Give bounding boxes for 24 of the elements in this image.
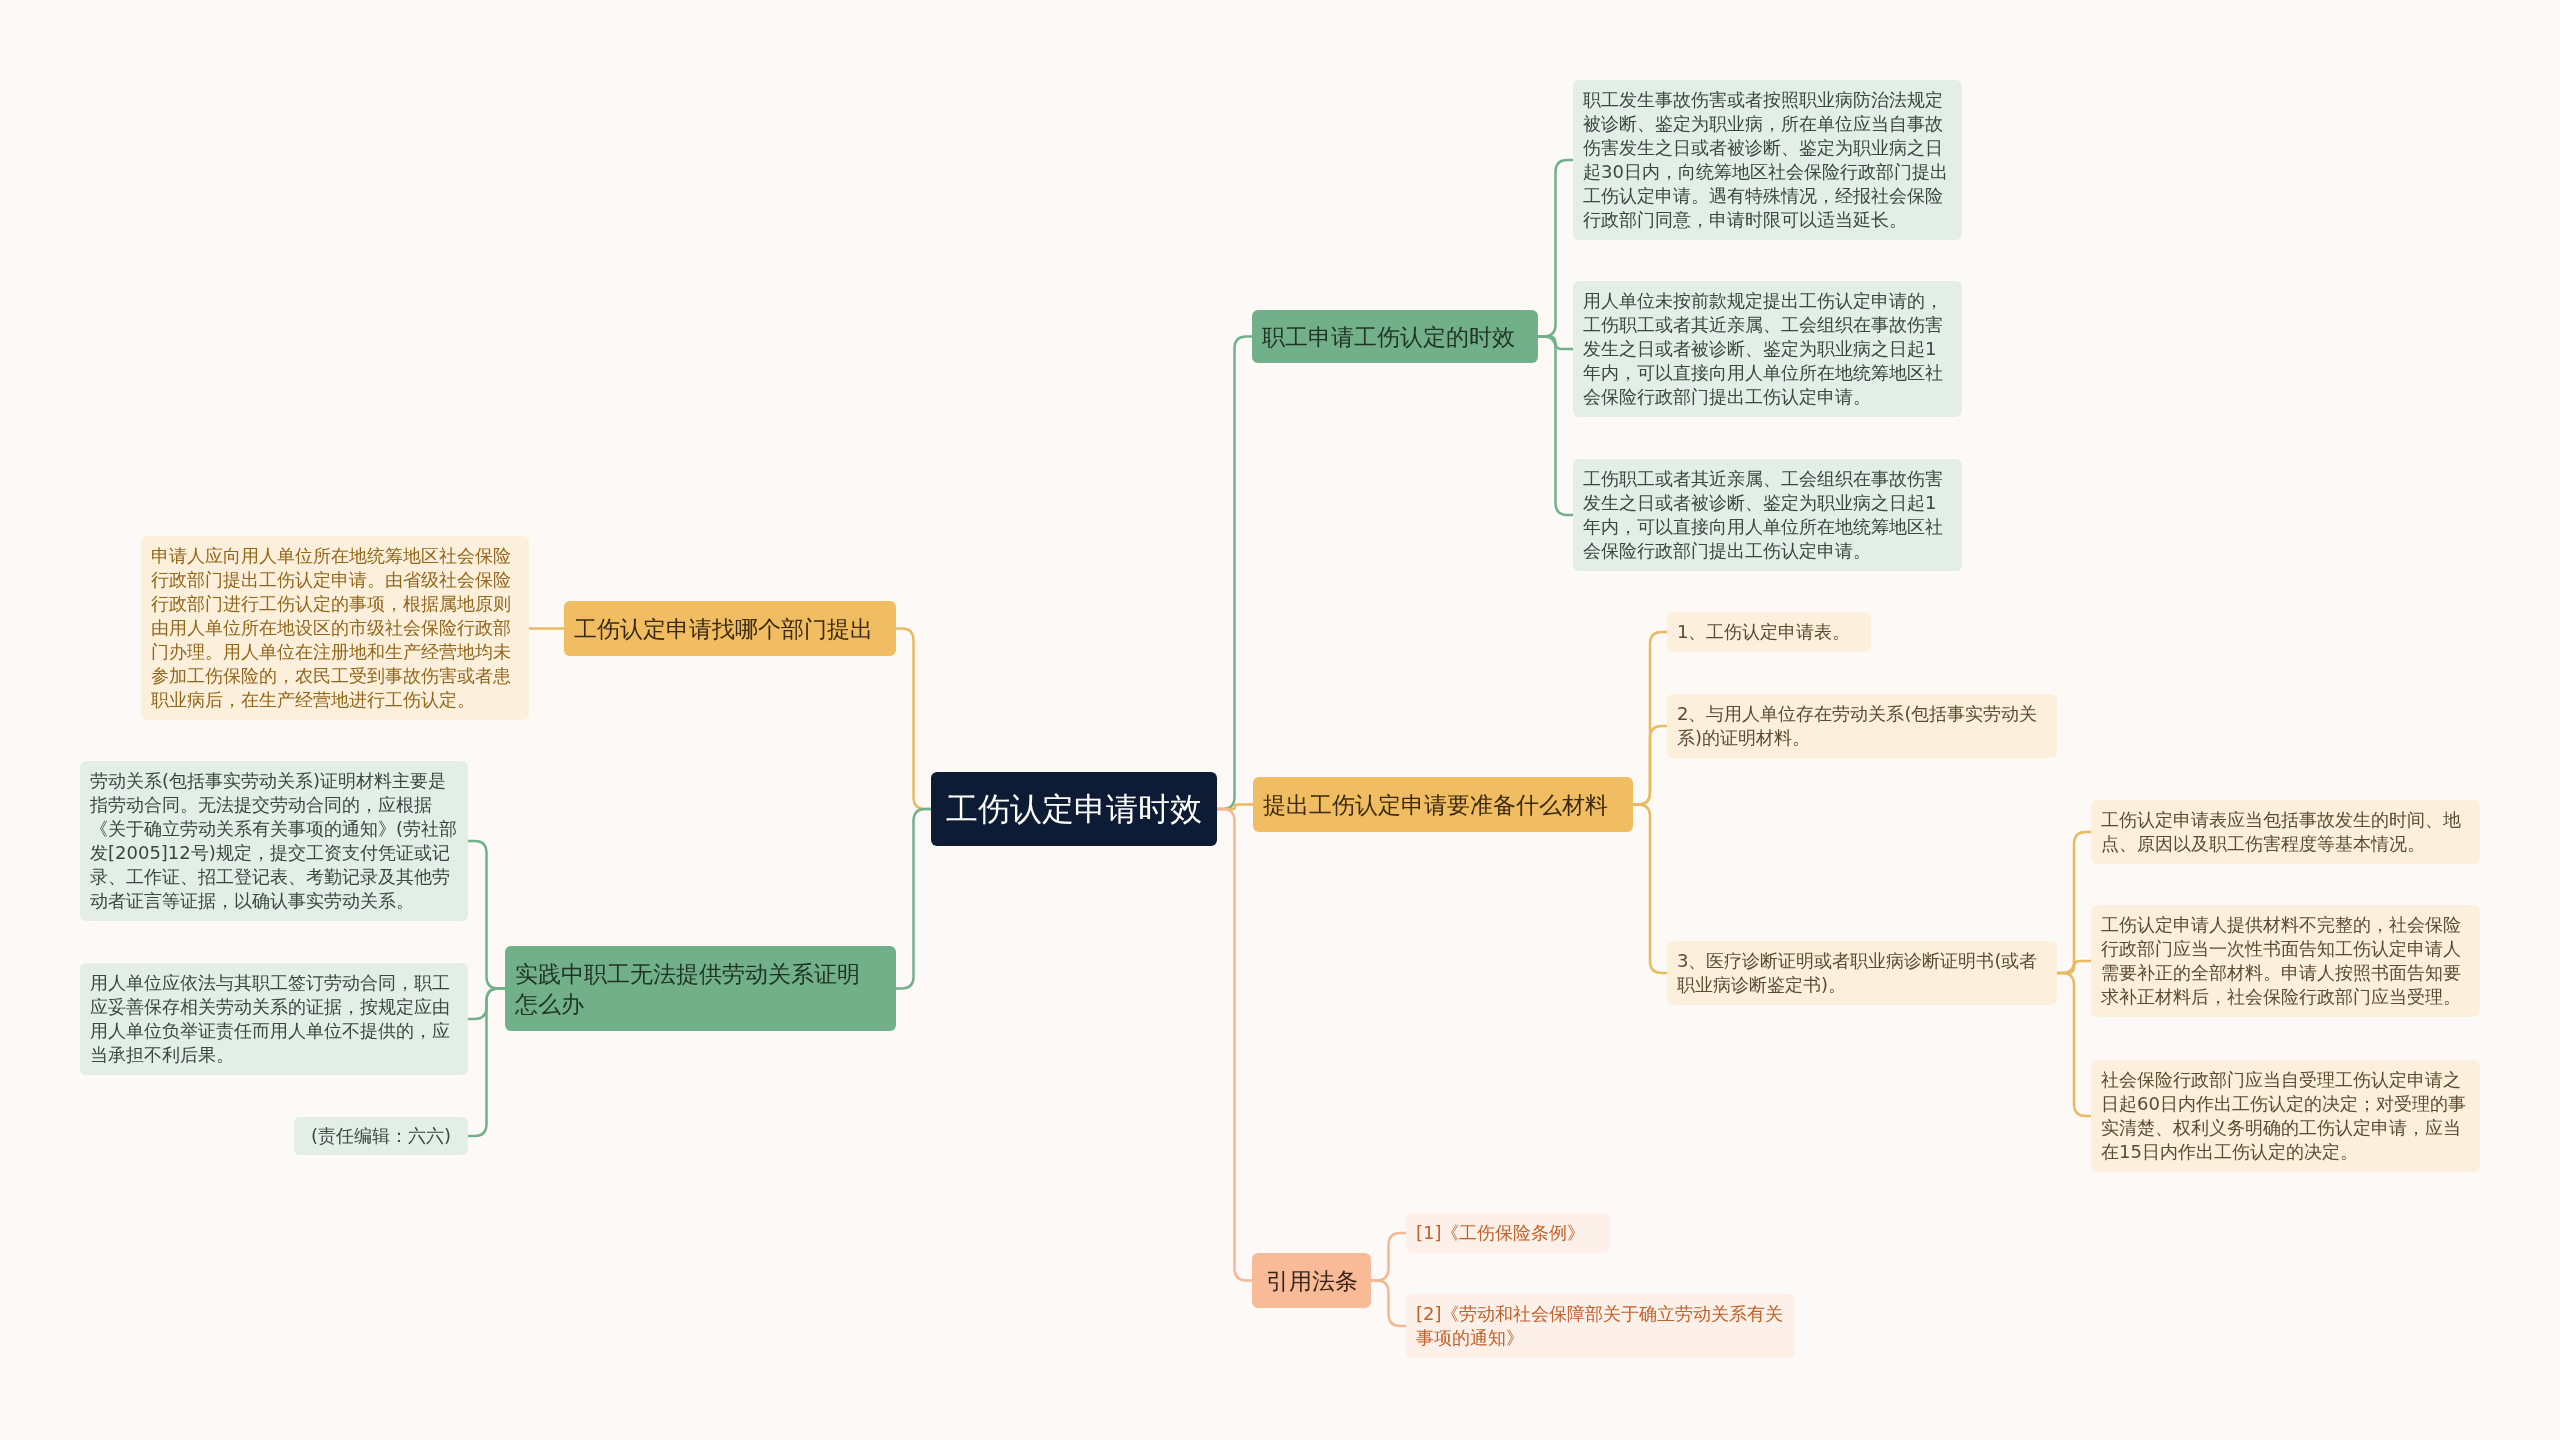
branch-box: 职工申请工伤认定的时效 — [1252, 310, 1538, 363]
note-box: 申请人应向用人单位所在地统筹地区社会保险行政部门提出工伤认定申请。由省级社会保险行政部门进行工伤认定的事项，根据属地原则由用人单位所在地设区的市级社会保险行政部门办理。用人单位在注册地和生产经营地均未参加工伤保险的，农民工受到事故伤害或者患职业病后，在生产经营地进行工伤认定。 — [141, 536, 529, 720]
note-box: 工伤认定申请人提供材料不完整的，社会保险行政部门应当一次性书面告知工伤认定申请人需要补正的全部材料。申请人按照书面告知要求补正材料后，社会保险行政部门应当受理。 — [2091, 905, 2480, 1017]
note-box: (责任编辑：六六) — [294, 1117, 468, 1155]
topic-box: 工伤认定申请时效 — [931, 772, 1217, 846]
note-box: 用人单位未按前款规定提出工伤认定申请的，工伤职工或者其近亲属、工会组织在事故伤害发生之日或者被诊断、鉴定为职业病之日起1年内，可以直接向用人单位所在地统筹地区社会保险行政部门提出工伤认定申请。 — [1573, 281, 1962, 417]
branch-box: 实践中职工无法提供劳动关系证明怎么办 — [505, 946, 896, 1031]
note-box: 用人单位应依法与其职工签订劳动合同，职工应妥善保存相关劳动关系的证据，按规定应由用人单位负举证责任而用人单位不提供的，应当承担不利后果。 — [80, 963, 468, 1075]
note-box: [1]《工伤保险条例》 — [1406, 1213, 1610, 1253]
connector-line — [529, 627, 564, 630]
connector-line — [1371, 1279, 1406, 1328]
branch-box: 引用法条 — [1252, 1253, 1371, 1308]
note-box: 工伤职工或者其近亲属、工会组织在事故伤害发生之日或者被诊断、鉴定为职业病之日起1年内，可以直接向用人单位所在地统筹地区社会保险行政部门提出工伤认定申请。 — [1573, 459, 1962, 571]
note-box: 工伤认定申请表应当包括事故发生的时间、地点、原因以及职工伤害程度等基本情况。 — [2091, 800, 2480, 864]
note-box: 劳动关系(包括事实劳动关系)证明材料主要是指劳动合同。无法提交劳动合同的，应根据《关于确立劳动关系有关事项的通知》(劳社部发[2005]12号)规定，提交工资支付凭证或记录、工作证、招工登记表、考勤记录及其他劳动者证言等证据，以确认事实劳动关系。 — [80, 761, 468, 921]
note-box: 1、工伤认定申请表。 — [1667, 612, 1871, 652]
note-box: [2]《劳动和社会保障部关于确立劳动关系有关事项的通知》 — [1406, 1294, 1795, 1358]
branch-box: 工伤认定申请找哪个部门提出 — [564, 601, 896, 656]
note-box: 2、与用人单位存在劳动关系(包括事实劳动关系)的证明材料。 — [1667, 694, 2057, 758]
note-box: 社会保险行政部门应当自受理工伤认定申请之日起60日内作出工伤认定的决定；对受理的事实清楚、权利义务明确的工伤认定申请，应当在15日内作出工伤认定的决定。 — [2091, 1060, 2480, 1172]
connector-line — [468, 987, 505, 1138]
note-box: 3、医疗诊断证明或者职业病诊断证明书(或者职业病诊断鉴定书)。 — [1667, 941, 2057, 1005]
note-box: 职工发生事故伤害或者按照职业病防治法规定被诊断、鉴定为职业病，所在单位应当自事故伤害发生之日或者被诊断、鉴定为职业病之日起30日内，向统筹地区社会保险行政部门提出工伤认定申请。遇有特殊情况，经报社会保险行政部门同意，申请时限可以适当延长。 — [1573, 80, 1962, 240]
branch-box: 提出工伤认定申请要准备什么材料 — [1253, 777, 1633, 832]
